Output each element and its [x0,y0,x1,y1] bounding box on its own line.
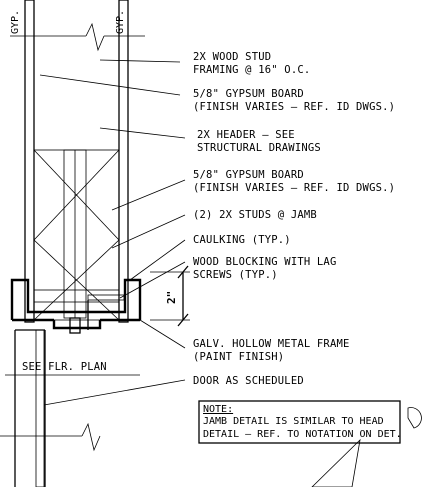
gyp-label-left: GYP. [10,10,21,34]
callout-gypsum-upper-line1: 5/8" GYPSUM BOARD [193,88,304,100]
note-line1: JAMB DETAIL IS SIMILAR TO HEAD [203,416,384,427]
callout-gypsum-lower-line1: 5/8" GYPSUM BOARD [193,169,304,181]
dimension-2in: 2" [150,265,190,327]
callout-wood-blocking-line2: SCREWS (TYP.) [193,269,278,281]
callout-jamb-studs-line1: (2) 2X STUDS @ JAMB [193,209,317,221]
break-line-bottom [0,422,101,452]
header-box [33,149,120,321]
header-cross [33,149,120,321]
callout-caulking: CAULKING (TYP.) [193,234,291,246]
wall-assembly [10,0,145,323]
break-line-top [10,22,145,52]
note-line2: DETAIL – REF. TO NOTATION ON DET. [203,429,402,440]
note-box: NOTE: JAMB DETAIL IS SIMILAR TO HEAD DET… [198,400,402,444]
callout-door-line1: DOOR AS SCHEDULED [193,375,304,387]
callout-gypsum-upper-line2: (FINISH VARIES – REF. ID DWGS.) [193,101,395,113]
floor-plan-label: SEE FLR. PLAN [22,361,107,373]
callout-header-line1: 2X HEADER – SEE [197,129,295,141]
note-heading: NOTE: [203,404,233,415]
callout-stud-framing-line2: FRAMING @ 16" O.C. [193,64,310,76]
callout-stud-framing: 2X WOOD STUD FRAMING @ 16" O.C. [193,51,310,76]
section-marker-bottom [311,438,361,487]
callout-jamb-studs: (2) 2X STUDS @ JAMB [193,209,317,221]
callout-caulking-line1: CAULKING (TYP.) [193,234,291,246]
callout-hm-frame: GALV. HOLLOW METAL FRAME (PAINT FINISH) [193,338,350,363]
section-marker-right [407,407,422,429]
dimension-label: 2" [165,291,178,304]
callout-gypsum-lower: 5/8" GYPSUM BOARD (FINISH VARIES – REF. … [193,169,395,194]
gypsum-board-left [24,0,35,323]
callout-gypsum-lower-line2: (FINISH VARIES – REF. ID DWGS.) [193,182,395,194]
door-panel [0,329,101,487]
callout-hm-frame-line1: GALV. HOLLOW METAL FRAME [193,338,350,350]
leaders [39,59,186,406]
floor-plan-ref: SEE FLR. PLAN [5,361,140,376]
callout-wood-blocking: WOOD BLOCKING WITH LAG SCREWS (TYP.) [193,256,336,281]
gypsum-board-right [118,0,129,323]
callout-header-line2: STRUCTURAL DRAWINGS [197,142,321,154]
callout-stud-framing-line1: 2X WOOD STUD [193,51,271,63]
callout-header: 2X HEADER – SEE STRUCTURAL DRAWINGS [197,129,321,154]
callout-door: DOOR AS SCHEDULED [193,375,304,387]
gyp-label-right: GYP. [115,10,126,34]
callout-hm-frame-line2: (PAINT FINISH) [193,351,284,363]
wood-blocking [33,289,120,303]
callout-gypsum-upper: 5/8" GYPSUM BOARD (FINISH VARIES – REF. … [193,88,395,113]
hollow-metal-frame [10,278,142,334]
callout-wood-blocking-line1: WOOD BLOCKING WITH LAG [193,256,336,268]
